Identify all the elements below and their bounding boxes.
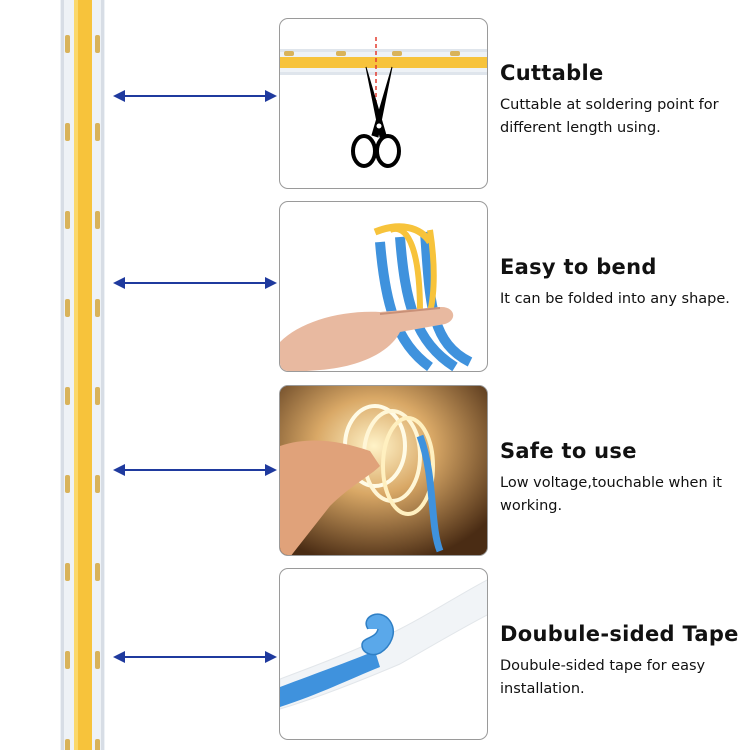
solder-pad (95, 299, 100, 317)
cob-led-strip-vertical (60, 0, 105, 750)
solder-pad (95, 739, 100, 750)
solder-pad (95, 387, 100, 405)
solder-pad (65, 563, 70, 581)
solder-pad (65, 123, 70, 141)
solder-pad (95, 651, 100, 669)
solder-pad (65, 211, 70, 229)
solder-pad (95, 123, 100, 141)
solder-pad (65, 651, 70, 669)
solder-pad (95, 563, 100, 581)
feature-cuttable: Cuttable Cuttable at soldering point for… (500, 60, 740, 140)
scissors-icon (351, 66, 401, 168)
feature-title: Safe to use (500, 439, 637, 463)
solder-pad (65, 299, 70, 317)
feature-title: Easy to bend (500, 255, 657, 279)
feature-easy-to-bend: Easy to bend It can be folded into any s… (500, 254, 740, 311)
solder-pad (65, 475, 70, 493)
solder-pad (95, 35, 100, 53)
feature-double-sided-tape: Doubule-sided Tape Doubule-sided tape fo… (500, 621, 740, 701)
feature-safe-to-use: Safe to use Low voltage,touchable when i… (500, 438, 740, 518)
feature-title: Cuttable (500, 61, 604, 85)
cuttable-image (279, 18, 488, 189)
arrow-safe-to-use (113, 464, 277, 476)
feature-title: Doubule-sided Tape (500, 622, 739, 646)
feature-description: Low voltage,touchable when it working. (500, 475, 722, 514)
arrow-cuttable (113, 90, 277, 102)
safe-to-use-image (279, 385, 488, 556)
solder-pad (65, 35, 70, 53)
solder-pad (95, 475, 100, 493)
arrow-double-sided-tape (113, 651, 277, 663)
solder-pad (65, 739, 70, 750)
double-sided-tape-image (279, 568, 488, 740)
feature-description: Doubule-sided tape for easy installation… (500, 658, 706, 697)
easy-to-bend-image (279, 201, 488, 372)
arrow-easy-to-bend (113, 277, 277, 289)
solder-pad (95, 211, 100, 229)
feature-description: Cuttable at soldering point for differen… (500, 97, 719, 136)
feature-description: It can be folded into any shape. (500, 291, 730, 307)
solder-pad (65, 387, 70, 405)
